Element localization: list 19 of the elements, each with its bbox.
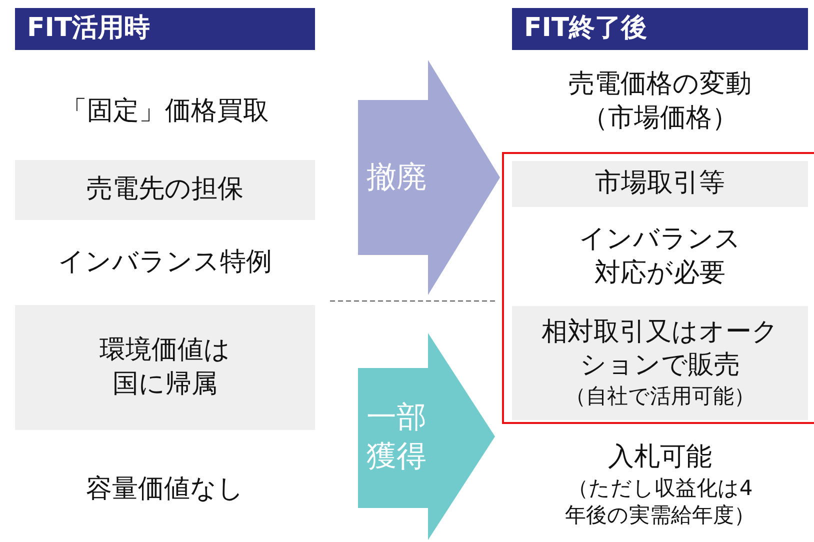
row-text: 「固定」価格買取 xyxy=(61,95,269,128)
header-bar xyxy=(512,8,808,50)
note-text: （自社で活用可能） xyxy=(565,383,755,410)
row-text: 容量価値なし xyxy=(86,473,244,506)
row-text: 入札可能 xyxy=(608,440,712,474)
row-text: 売電価格の変動（市場価格） xyxy=(567,68,752,135)
header-bar xyxy=(15,8,315,50)
row-text: インバランス対応が必要 xyxy=(578,223,742,290)
row-text: 売電先の担保 xyxy=(86,173,244,206)
row-text: 市場取引等 xyxy=(595,167,725,200)
row-text: インバランス特例 xyxy=(58,246,272,280)
arrow-label: 一部獲得 xyxy=(366,398,428,476)
row-text: 相対取引又はオークションで販売 xyxy=(540,316,780,382)
row-text: 環境価値は国に帰属 xyxy=(98,334,232,400)
header-text: FIT活用時 xyxy=(27,12,150,46)
header-text: FIT終了後 xyxy=(524,12,648,46)
arrow-label: 撤廃 xyxy=(366,159,428,197)
note-text: （ただし収益化は4年後の実需給年度） xyxy=(564,474,756,529)
highlight-frame xyxy=(502,152,814,424)
